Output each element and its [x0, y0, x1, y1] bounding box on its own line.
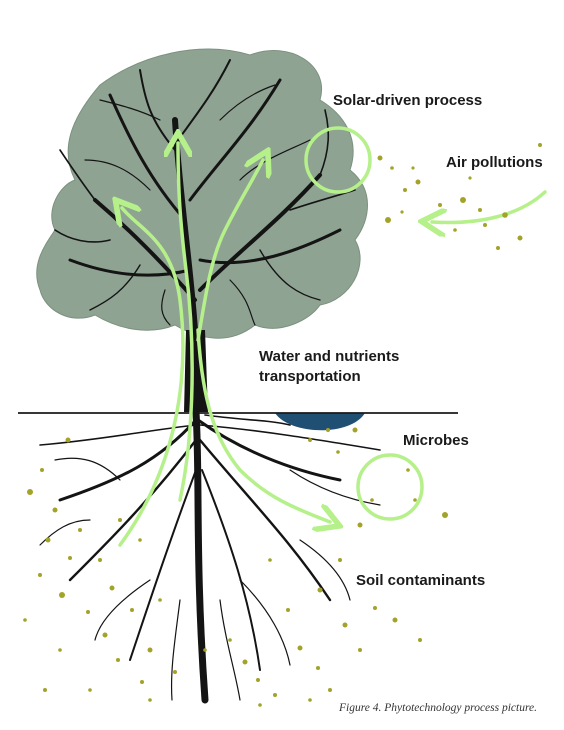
particle-dot	[98, 558, 102, 562]
particle-dot	[517, 235, 523, 241]
particle-dot	[140, 680, 144, 684]
particle-dot	[403, 188, 407, 192]
particle-dot	[502, 212, 508, 218]
particle-dot	[68, 556, 72, 560]
particle-dot	[173, 670, 177, 674]
particle-dot	[438, 203, 442, 207]
arrow-air-pollution	[432, 190, 547, 223]
particle-dot	[59, 592, 65, 598]
particle-dot	[203, 648, 207, 652]
particle-dot	[442, 512, 448, 518]
particle-dot	[326, 428, 330, 432]
label-water-line1: Water and nutrients	[259, 348, 400, 365]
arrow-root-to-canopy-center	[178, 143, 194, 502]
particle-dot	[308, 698, 312, 702]
particle-dot	[358, 648, 362, 652]
particle-dot	[23, 618, 27, 622]
particle-dot	[453, 228, 457, 232]
particle-dot	[415, 179, 421, 185]
particle-dot	[38, 573, 42, 577]
particle-dot	[418, 638, 422, 642]
particle-dot	[400, 210, 404, 214]
particle-dot	[102, 632, 108, 638]
particle-dot	[52, 507, 58, 513]
particle-dot	[316, 666, 320, 670]
arrow-root-to-canopy-left	[120, 208, 185, 547]
particle-dot	[406, 468, 410, 472]
tree-branches	[54, 59, 356, 333]
particle-dot	[40, 468, 44, 472]
particle-dot	[228, 638, 232, 642]
particle-dot	[390, 166, 394, 170]
particle-dot	[478, 208, 482, 212]
label-solar-driven-process: Solar-driven process	[333, 92, 483, 109]
particle-dot	[138, 538, 142, 542]
particle-dot	[258, 703, 262, 707]
tree-canopy	[36, 48, 368, 339]
particle-dot	[65, 437, 71, 443]
pollutant-particles	[23, 143, 542, 707]
particle-dot	[392, 617, 398, 623]
label-water-line2: transportation	[259, 368, 361, 386]
particle-dot	[411, 166, 415, 170]
label-soil-contaminants: Soil contaminants	[356, 572, 486, 589]
particle-dot	[158, 598, 162, 602]
particle-dot	[370, 498, 374, 502]
microbes-circle	[356, 453, 424, 521]
particle-dot	[317, 587, 323, 593]
particle-dot	[286, 608, 290, 612]
particle-dot	[86, 610, 90, 614]
particle-dot	[88, 688, 92, 692]
particle-dot	[373, 606, 377, 610]
particle-dot	[268, 558, 272, 562]
particle-dot	[538, 143, 542, 147]
particle-dot	[273, 693, 277, 697]
particle-dot	[496, 246, 500, 250]
particle-dot	[118, 518, 122, 522]
particle-dot	[413, 498, 417, 502]
transport-arrows	[120, 143, 547, 547]
particle-dot	[308, 438, 312, 442]
tree-trunk	[184, 330, 208, 412]
particle-dot	[27, 489, 33, 495]
particle-dot	[242, 659, 248, 665]
groundwater	[275, 413, 365, 431]
particle-dot	[468, 176, 472, 180]
particle-dot	[78, 528, 82, 532]
label-microbes: Microbes	[403, 432, 469, 449]
particle-dot	[43, 688, 47, 692]
label-water-nutrients: Water and nutrients transportation	[259, 347, 399, 388]
particle-dot	[336, 450, 340, 454]
particle-dot	[342, 622, 348, 628]
particle-dot	[460, 197, 466, 203]
particle-dot	[338, 558, 342, 562]
particle-dot	[352, 427, 358, 433]
particle-dot	[130, 608, 134, 612]
solar-process-circle	[304, 126, 372, 194]
label-air-pollutions: Air pollutions	[446, 154, 543, 171]
particle-dot	[45, 537, 51, 543]
particle-dot	[385, 217, 391, 223]
particle-dot	[483, 223, 487, 227]
particle-dot	[109, 585, 115, 591]
particle-dot	[377, 155, 383, 161]
figure-caption: Figure 4. Phytotechnology process pictur…	[339, 702, 538, 714]
arrow-trunk-to-roots	[196, 328, 330, 522]
particle-dot	[148, 698, 152, 702]
particle-dot	[256, 678, 260, 682]
particle-dot	[297, 645, 303, 651]
arrow-trunk-to-canopy-right	[196, 160, 263, 342]
tree-roots	[39, 408, 381, 704]
particle-dot	[328, 688, 332, 692]
particle-dot	[58, 648, 62, 652]
particle-dot	[357, 522, 363, 528]
particle-dot	[116, 658, 120, 662]
particle-dot	[147, 647, 153, 653]
